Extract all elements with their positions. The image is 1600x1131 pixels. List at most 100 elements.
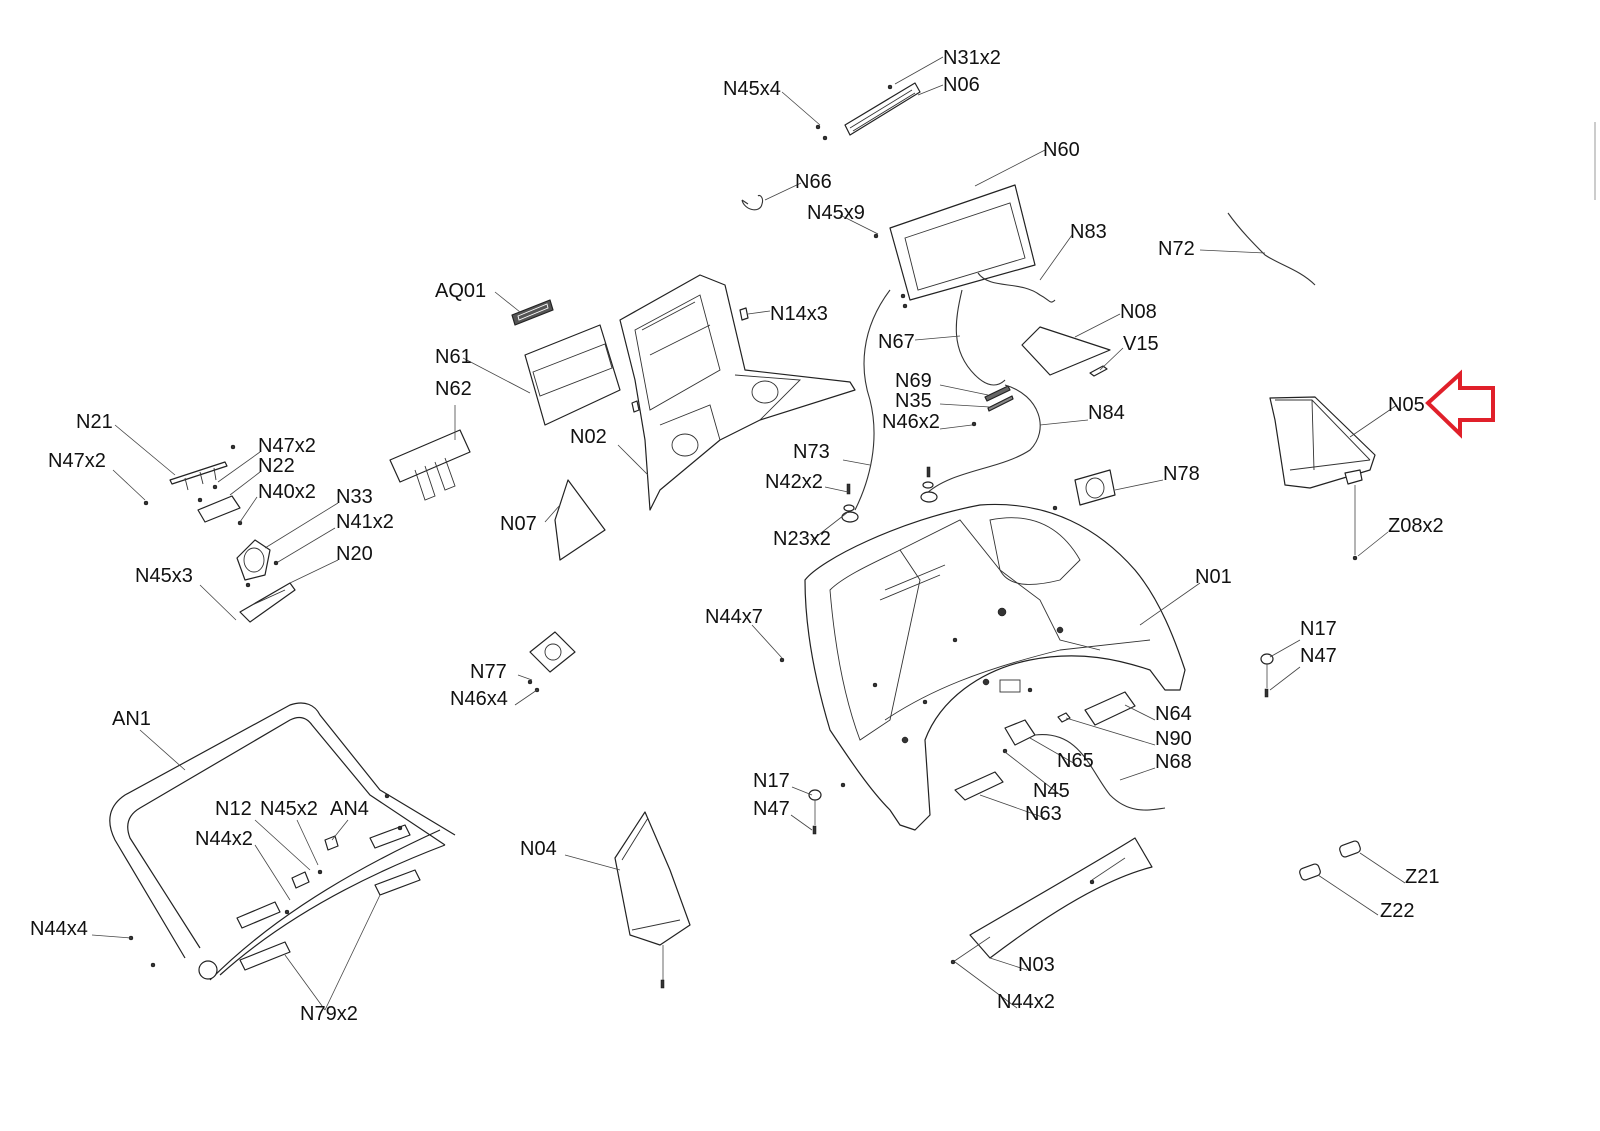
callout-n60: N60 — [1043, 139, 1080, 161]
callout-n47-left: N47 — [753, 798, 790, 820]
part-an1-handlebar — [109, 702, 456, 981]
part-z22-cap — [1299, 863, 1321, 881]
callout-n22: N22 — [258, 455, 295, 477]
part-n83-cable — [977, 272, 1056, 303]
callout-aq01: AQ01 — [435, 280, 486, 302]
part-n45-screw — [1002, 748, 1008, 754]
callout-n17-right: N17 — [1300, 618, 1337, 640]
part-aq01-badge — [511, 299, 554, 326]
callout-n45x3: N45x3 — [135, 565, 193, 587]
callout-n31x2: N31x2 — [943, 47, 1001, 69]
callout-n14x3: N14x3 — [770, 303, 828, 325]
part-n04-bin — [614, 811, 691, 989]
callout-n33: N33 — [336, 486, 373, 508]
part-n69-board — [971, 385, 1014, 427]
part-n60-display — [873, 184, 1036, 309]
part-n22-bracket — [197, 484, 241, 523]
part-n73-cable — [854, 289, 891, 511]
part-n02-console — [619, 274, 856, 511]
callout-n45x9: N45x9 — [807, 202, 865, 224]
callout-n46x4: N46x4 — [450, 688, 508, 710]
callout-n45: N45 — [1033, 780, 1070, 802]
callout-n67: N67 — [878, 331, 915, 353]
part-n61-overlay — [524, 324, 621, 426]
part-n17-clip-right — [1260, 653, 1274, 698]
part-n64-label — [1084, 691, 1136, 726]
callout-n84: N84 — [1088, 402, 1125, 424]
callout-n45x2: N45x2 — [260, 798, 318, 820]
callout-n41x2: N41x2 — [336, 511, 394, 533]
part-n90-pad — [1057, 712, 1071, 723]
part-z21-cap — [1339, 840, 1361, 858]
callout-n01: N01 — [1195, 566, 1232, 588]
callout-n73: N73 — [793, 441, 830, 463]
part-n66-cable — [741, 194, 764, 211]
callout-z21: Z21 — [1405, 866, 1439, 888]
callout-n44x4: N44x4 — [30, 918, 88, 940]
part-n21-bracket — [143, 444, 236, 506]
callout-n17-left: N17 — [753, 770, 790, 792]
callout-n78: N78 — [1163, 463, 1200, 485]
part-n42-hardware — [841, 466, 938, 523]
highlight-arrow-icon — [1425, 369, 1495, 439]
callout-n66: N66 — [795, 171, 832, 193]
callout-n23x2: N23x2 — [773, 528, 831, 550]
callout-n40x2: N40x2 — [258, 481, 316, 503]
callout-n77: N77 — [470, 661, 507, 683]
callout-n05: N05 — [1388, 394, 1425, 416]
callout-n21: N21 — [76, 411, 113, 433]
part-n84-cable — [924, 384, 1041, 496]
callout-n04: N04 — [520, 838, 557, 860]
callout-z08x2: Z08x2 — [1388, 515, 1444, 537]
callout-n44x2-bottom: N44x2 — [997, 991, 1055, 1013]
part-n72-cable — [1227, 212, 1316, 286]
callout-n02: N02 — [570, 426, 607, 448]
callout-an1: AN1 — [112, 708, 151, 730]
part-n78-speaker — [1052, 469, 1116, 525]
part-n20-clamp — [239, 582, 296, 623]
part-n77-speaker — [527, 631, 576, 693]
part-n08-cover — [1021, 326, 1111, 376]
callout-n63: N63 — [1025, 803, 1062, 825]
callout-n46x2: N46x2 — [882, 411, 940, 433]
callout-n08: N08 — [1120, 301, 1157, 323]
callout-n03: N03 — [1018, 954, 1055, 976]
part-n03-strip — [950, 837, 1153, 965]
part-v15-lens — [1089, 365, 1108, 377]
callout-v15: V15 — [1123, 333, 1159, 355]
part-n62-key — [389, 429, 471, 501]
part-n14-clip — [739, 307, 749, 321]
callout-z22: Z22 — [1380, 900, 1414, 922]
callout-n68: N68 — [1155, 751, 1192, 773]
callout-n79x2: N79x2 — [300, 1003, 358, 1025]
part-n05-bin — [1269, 396, 1376, 561]
callout-n69: N69 — [895, 370, 932, 392]
callout-n44x2-left: N44x2 — [195, 828, 253, 850]
callout-n35: N35 — [895, 390, 932, 412]
callout-n83: N83 — [1070, 221, 1107, 243]
part-n65-board — [1004, 719, 1036, 746]
callout-n47-right: N47 — [1300, 645, 1337, 667]
callout-n47x2-right: N47x2 — [258, 435, 316, 457]
callout-n44x7: N44x7 — [705, 606, 763, 628]
callout-n42x2: N42x2 — [765, 471, 823, 493]
callout-n61: N61 — [435, 346, 472, 368]
part-n68-cable — [1034, 734, 1166, 811]
callout-n07: N07 — [500, 513, 537, 535]
part-n01-hood — [779, 503, 1186, 831]
callout-n47x2-left: N47x2 — [48, 450, 106, 472]
callout-n90: N90 — [1155, 728, 1192, 750]
callout-n62: N62 — [435, 378, 472, 400]
part-n06-vent — [815, 82, 921, 141]
callout-an4: AN4 — [330, 798, 369, 820]
callout-n64: N64 — [1155, 703, 1192, 725]
part-n17-clip-left — [808, 789, 822, 835]
part-clip-left — [631, 400, 640, 413]
callout-n45x4: N45x4 — [723, 78, 781, 100]
part-n33-fan — [236, 520, 279, 588]
part-n67-cable — [955, 289, 1006, 386]
callout-n06: N06 — [943, 74, 980, 96]
callout-n12: N12 — [215, 798, 252, 820]
callout-n20: N20 — [336, 543, 373, 565]
